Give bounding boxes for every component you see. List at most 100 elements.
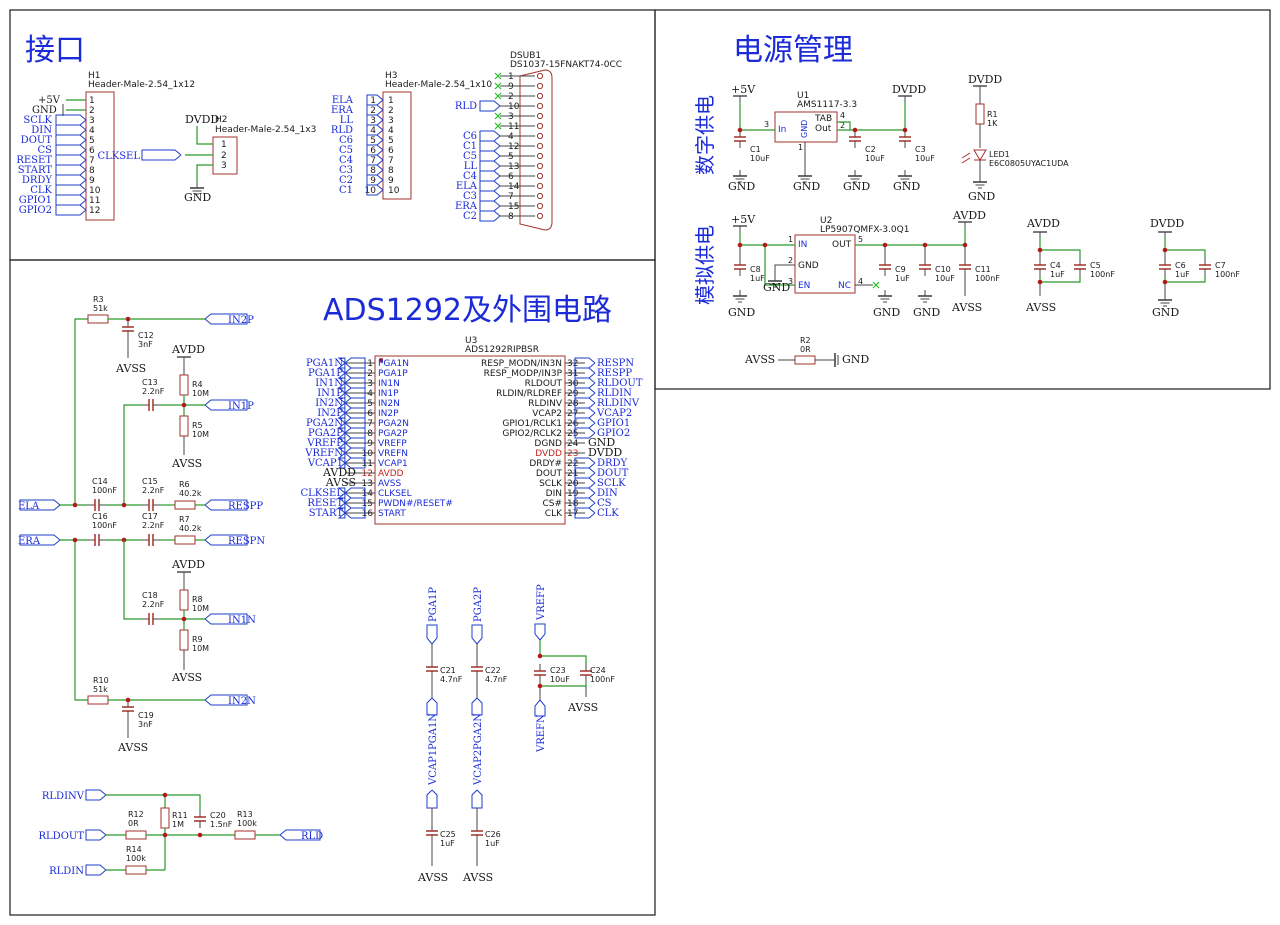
u3-net-pga2p: PGA2P — [308, 428, 343, 439]
svg-text:100nF: 100nF — [1215, 270, 1240, 279]
svg-text:C1: C1 — [750, 145, 761, 154]
u3-pin-19: 19 — [567, 489, 579, 499]
h3-pin-9: 9 — [388, 176, 394, 186]
svg-text:R3: R3 — [93, 295, 104, 304]
svg-text:GND: GND — [793, 180, 820, 193]
svg-text:10uF: 10uF — [750, 154, 770, 163]
regulator-u1: U1 AMS1117-3.3 In GND TAB Out 3 1 4 2 +5… — [728, 83, 935, 193]
svg-text:GND: GND — [842, 353, 869, 366]
u3-pin-name-7: PGA2N — [378, 419, 409, 429]
u3-pin-name-17: CLK — [545, 509, 563, 519]
u3-pin-7: 7 — [367, 419, 373, 429]
svg-text:10: 10 — [365, 186, 377, 196]
u3-pin-20: 20 — [567, 479, 579, 489]
u3-net-gpio1: GPIO1 — [597, 418, 630, 429]
svg-text:RLDIN: RLDIN — [49, 866, 84, 877]
avdd-decoupling: AVDD C4 1uF C5 100nF AVSS — [1025, 217, 1115, 314]
svg-text:C23: C23 — [550, 666, 566, 675]
svg-text:3: 3 — [764, 120, 769, 129]
svg-text:U3: U3 — [465, 336, 477, 346]
u3-pin-29: 29 — [567, 389, 579, 399]
svg-text:1: 1 — [788, 235, 793, 244]
svg-text:GND: GND — [873, 306, 900, 319]
u3-pin-name-23: DVDD — [535, 449, 562, 459]
h1-pin-3: 3 — [89, 116, 95, 126]
u3-net-cs: CS — [597, 498, 612, 509]
svg-text:0R: 0R — [800, 345, 811, 354]
u3-pin-name-6: IN2P — [378, 409, 399, 419]
svg-text:R13: R13 — [237, 810, 253, 819]
svg-text:C9: C9 — [895, 265, 906, 274]
u3-pin-26: 26 — [567, 419, 579, 429]
u3-net-in1n: IN1N — [315, 378, 343, 389]
h3-net-era: ERA — [331, 105, 354, 116]
svg-text:AMS1117-3.3: AMS1117-3.3 — [797, 100, 857, 110]
u3-pin-15: 15 — [362, 499, 373, 509]
svg-text:1M: 1M — [172, 820, 184, 829]
h1-pin-1: 1 — [89, 96, 95, 106]
svg-text:RLDINV: RLDINV — [42, 791, 85, 802]
svg-text:R6: R6 — [179, 480, 190, 489]
svg-text:DVDD: DVDD — [1150, 217, 1184, 230]
svg-text:100k: 100k — [126, 854, 146, 863]
svg-text:AVDD: AVDD — [171, 558, 205, 571]
h1-net-gpio1: GPIO1 — [19, 195, 52, 206]
svg-text:C25: C25 — [440, 830, 456, 839]
h3-net-c3: C3 — [339, 165, 353, 176]
h3-pin-1: 1 — [388, 96, 394, 106]
svg-text:100nF: 100nF — [590, 675, 615, 684]
u3-pin-name-1: PGA1N — [378, 359, 409, 369]
svg-text:C20: C20 — [210, 811, 226, 820]
u3-pin-name-16: START — [378, 509, 406, 519]
u3-pin-16: 16 — [362, 509, 374, 519]
svg-text:GND: GND — [843, 180, 870, 193]
svg-text:4: 4 — [858, 277, 863, 286]
u3-net-start: START — [309, 508, 344, 519]
svg-text:E6C0805UYAC1UDA: E6C0805UYAC1UDA — [989, 159, 1069, 168]
svg-text:C19: C19 — [138, 711, 154, 720]
svg-text:C22: C22 — [485, 666, 501, 675]
svg-text:ELA: ELA — [18, 501, 40, 512]
svg-text:C14: C14 — [92, 477, 108, 486]
svg-text:AVSS: AVSS — [951, 301, 982, 314]
u3-pin-name-15: PWDN#/RESET# — [378, 499, 453, 509]
svg-text:Header-Male-2.54_1x12: Header-Male-2.54_1x12 — [88, 80, 195, 90]
section-title-ads1292: ADS1292及外围电路 — [323, 293, 612, 328]
svg-text:NC: NC — [838, 281, 851, 291]
svg-text:2.2nF: 2.2nF — [142, 486, 165, 495]
svg-text:10uF: 10uF — [865, 154, 885, 163]
h1-pin-7: 7 — [89, 156, 95, 166]
section-title-digital-power: 数字供电 — [693, 95, 717, 175]
u3-pin-1: 1 — [367, 359, 373, 369]
u3-pin-24: 24 — [567, 439, 579, 449]
svg-text:100nF: 100nF — [1090, 270, 1115, 279]
svg-text:51k: 51k — [93, 304, 108, 313]
pga-filter: PGA1P C21 4.7nF PGA1N PGA2P C22 4.7nF PG… — [417, 584, 615, 884]
svg-text:C8: C8 — [750, 265, 761, 274]
u3-pin-name-4: IN1P — [378, 389, 399, 399]
svg-text:VREFN: VREFN — [536, 714, 547, 753]
svg-text:10M: 10M — [192, 389, 209, 398]
u3-net-sclk: SCLK — [597, 478, 626, 489]
header-h3: H3 Header-Male-2.54_1x10 11ELA22ERA33LL4… — [331, 71, 492, 200]
svg-text:VCAP1: VCAP1 — [428, 750, 439, 786]
u3-pin-name-14: CLKSEL — [378, 489, 412, 499]
svg-text:RESPN: RESPN — [228, 536, 265, 547]
dsub-pin-12: 12 — [508, 142, 519, 152]
svg-text:1: 1 — [798, 143, 803, 152]
u3-pin-22: 22 — [567, 459, 578, 469]
svg-text:CLKSEL: CLKSEL — [97, 151, 140, 162]
dsub-net-ela: ELA — [456, 181, 478, 192]
u3-pin-8: 8 — [367, 429, 373, 439]
dsub-pin-13: 13 — [508, 162, 519, 172]
svg-text:GND: GND — [184, 191, 211, 204]
svg-text:C26: C26 — [485, 830, 501, 839]
svg-text:C11: C11 — [975, 265, 991, 274]
u3-net-rldinv: RLDINV — [597, 398, 640, 409]
u3-pin-23: 23 — [567, 449, 578, 459]
svg-text:IN2N: IN2N — [228, 696, 256, 707]
h3-net-c1: C1 — [339, 185, 353, 196]
svg-text:1uF: 1uF — [1175, 270, 1190, 279]
svg-text:1uF: 1uF — [895, 274, 910, 283]
svg-text:ADS1292RIPBSR: ADS1292RIPBSR — [465, 345, 539, 355]
